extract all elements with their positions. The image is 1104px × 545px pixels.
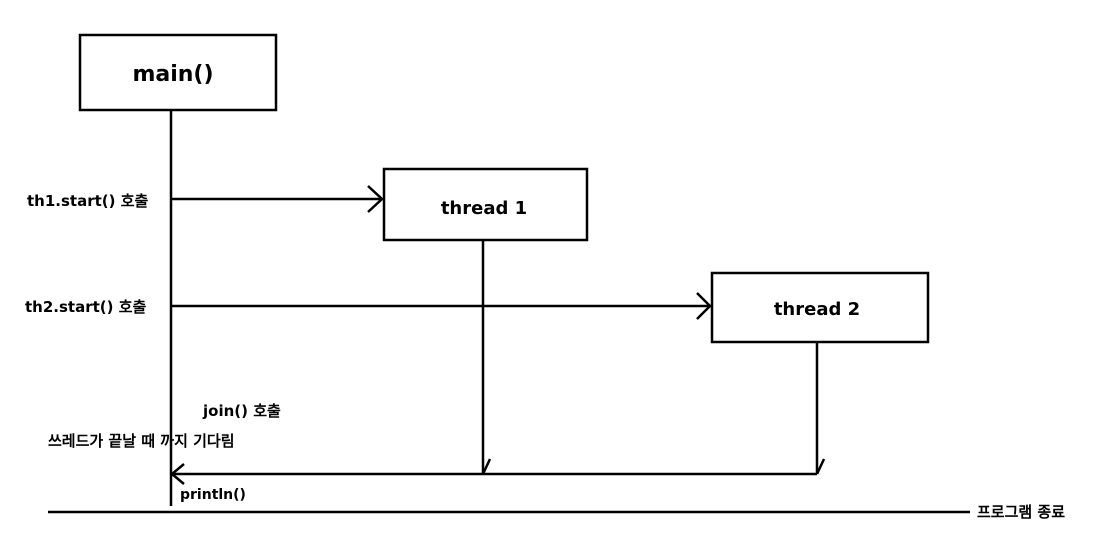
th2-start-label: th2.start() 호출 [25,298,147,316]
program-end-label: 프로그램 종료 [977,503,1065,521]
join-arrowhead [170,463,185,485]
thread1-end-tick [481,458,492,475]
thread1-box [382,167,589,242]
thread2-box [710,271,930,344]
th1-arrowhead [367,185,384,213]
wait-note-label: 쓰레드가 끝날 때 까지 기다림 [48,432,235,450]
main-box-label: main() [132,62,213,87]
thread1-box-label: thread 1 [441,198,527,219]
main-box [78,33,278,112]
thread2-end-tick [815,458,826,475]
th1-start-label: th1.start() 호출 [27,192,149,210]
println-label: println() [180,487,246,503]
th2-arrowhead [696,292,712,320]
join-call-label: join() 호출 [202,402,281,420]
thread2-box-label: thread 2 [774,299,860,320]
